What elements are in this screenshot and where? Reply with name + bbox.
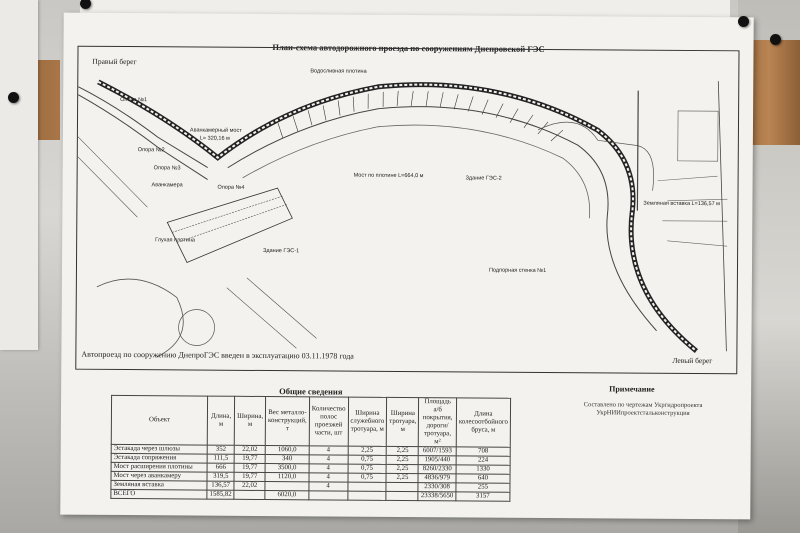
table-cell [347, 482, 387, 492]
label-support-3: Опора №3 [153, 165, 181, 172]
table-cell: 666 [207, 463, 235, 473]
label-support-4: Опора №4 [217, 184, 245, 191]
table-cell: 6007/1593 [418, 446, 457, 456]
header-cell: Объект [111, 395, 208, 446]
label-spillway: Водосливная плотина [310, 68, 367, 75]
table-cell: 340 [265, 454, 309, 464]
poster-caption: Автопроезд по сооружению ДнепроГЭС введе… [81, 349, 354, 361]
table-heading: Общие сведения [279, 386, 343, 397]
header-cell: Ширина, м [234, 396, 266, 446]
table-cell: 4836/979 [418, 473, 456, 483]
table-cell: 352 [207, 445, 235, 455]
table-cell: 1905/440 [418, 455, 457, 465]
table-cell: 708 [456, 446, 511, 457]
label-gate-chamber: Аванкамера [151, 182, 183, 189]
label-right-bank: Правый берег [92, 56, 137, 67]
table-cell: 6020,0 [265, 490, 309, 500]
table-cell: Мост через аванкамеру [110, 471, 208, 482]
table-cell [308, 490, 348, 501]
table-cell: 0,75 [347, 455, 387, 465]
table-cell: 19,77 [234, 454, 266, 464]
poster-sheet: План-схема автодорожного проезда по соор… [60, 12, 754, 520]
header-cell: Длина, м [207, 396, 235, 446]
table-cell: 224 [456, 455, 511, 466]
label-earth-insert: Земляная вставка L=136,57 м [643, 200, 720, 208]
table-cell: 2,25 [386, 446, 419, 456]
table-cell [347, 491, 387, 501]
table-cell: 136,57 [207, 481, 235, 491]
table-cell: 1585,82 [207, 490, 235, 500]
table-cell: 23338/5650 [418, 491, 456, 501]
label-left-bank: Левый берег [672, 355, 713, 366]
table-row-total: ВСЕГО 1585,82 6020,0 23338/5650 3157 [110, 489, 510, 502]
table-cell: 4 [308, 472, 348, 483]
adjacent-sheet-left [0, 0, 38, 350]
table-cell: 2,25 [386, 464, 419, 474]
table-cell: 19,77 [234, 463, 266, 473]
label-power-house-1: Здание ГЭС-1 [263, 247, 300, 255]
header-cell: Ширина служебного тротуара, м [347, 397, 387, 447]
header-cell: Количество полос проезжей части, шт [309, 396, 349, 447]
table-cell [265, 481, 309, 491]
table-cell: Эстакада через шлюзы [111, 444, 208, 455]
table-cell: 2,25 [386, 473, 419, 483]
table-cell: 19,77 [234, 472, 266, 482]
table-cell: Эстакада сопряжения [111, 453, 208, 464]
table-cell: ВСЕГО [110, 489, 208, 500]
table-cell: 2,25 [347, 446, 387, 456]
table-cell [386, 482, 419, 492]
table-cell: 22,02 [234, 481, 266, 491]
table-header-row: Объект Длина, м Ширина, м Вес металло-ко… [111, 395, 511, 448]
table-cell: 111,5 [207, 454, 235, 464]
table-cell: 2330/308 [418, 482, 456, 492]
table-cell: 1120,0 [265, 472, 309, 482]
header-cell: Ширина тротуара, м [386, 397, 420, 447]
table-cell: 0,75 [347, 464, 387, 474]
map-frame: Правый берег Левый берег Аванкамера Здан… [75, 45, 740, 375]
table-cell: Земляная вставка [110, 480, 208, 491]
table-cell [234, 490, 266, 500]
table-cell: 22,02 [234, 445, 266, 455]
map-drawing [77, 79, 728, 358]
table-cell: 0,75 [347, 473, 387, 483]
table-cell: 2,25 [386, 455, 419, 465]
table-cell: 4 [308, 454, 348, 465]
label-bottom-wall: Подпорная стенка №1 [488, 267, 547, 274]
note-title: Примечание [609, 384, 655, 394]
label-support-2: Опора №2 [137, 147, 165, 154]
table-cell: 4 [308, 445, 348, 456]
pushpin-icon [770, 34, 781, 45]
pushpin-icon [738, 16, 749, 27]
label-span-length: L= 320,16 м [199, 135, 230, 142]
info-table: Объект Длина, м Ширина, м Вес металло-ко… [110, 395, 511, 502]
note-text: Составлено по чертежам Укргидропроекта У… [583, 401, 703, 417]
table-cell: 319,5 [207, 472, 235, 482]
pushpin-icon [8, 92, 19, 103]
table-cell: 3500,0 [265, 463, 309, 473]
table-cell: 255 [455, 482, 510, 493]
table-cell: 4 [308, 463, 348, 474]
label-power-house-2: Здание ГЭС-2 [465, 175, 502, 182]
table-cell: Мост расширения плотины [111, 462, 208, 473]
label-avanmost: Аванкамерный мост [189, 127, 242, 134]
header-cell: Вес металло-конструкций, т [265, 396, 310, 446]
table-cell: 4 [308, 481, 348, 492]
label-support-1: Опора №1 [120, 96, 148, 104]
table-cell: 8260/2330 [418, 464, 457, 474]
header-cell: Площадь а/б покрытия, дороги/тротуара, м… [418, 397, 457, 447]
table-cell: 640 [455, 473, 511, 484]
label-dam: Глухая плотина [155, 237, 195, 244]
pushpin-icon [80, 0, 91, 9]
table-cell [386, 491, 419, 501]
table-cell: 3157 [455, 491, 510, 502]
label-dam-bridge: Мост по плотине L=664,0 м [353, 172, 424, 180]
header-cell: Длина колесоотбойного бруса, м [456, 397, 511, 448]
table-cell: 1330 [455, 464, 511, 475]
table-cell: 1060,0 [265, 445, 310, 455]
